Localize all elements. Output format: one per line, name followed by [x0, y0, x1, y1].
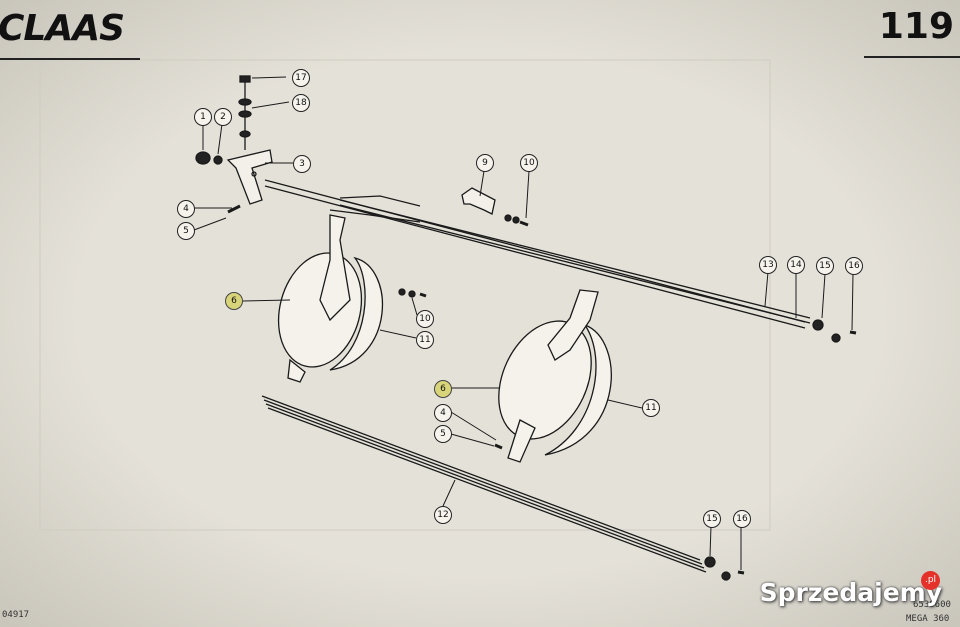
lower-rod-assembly	[261, 395, 707, 573]
callout-10: 10	[416, 310, 434, 328]
callout-5: 5	[434, 425, 452, 443]
leader-lines	[193, 76, 854, 570]
small-bracket	[461, 187, 529, 227]
callout-15: 15	[703, 510, 721, 528]
watermark-badge: .pl	[921, 571, 940, 590]
drawing-code-left: 04917	[2, 610, 30, 620]
brand-logo: CLAAS	[0, 8, 125, 49]
callout-4: 4	[177, 200, 195, 218]
drawing-code-right: 6538600	[913, 600, 951, 610]
watermark-text: Sprzedajemy	[759, 578, 942, 607]
upper-end-fasteners	[812, 319, 857, 343]
page-number: 119	[878, 6, 954, 47]
callout-17: 17	[292, 69, 310, 87]
callout-2: 2	[214, 108, 232, 126]
brand-underline	[0, 58, 140, 60]
callout-16: 16	[733, 510, 751, 528]
callout-12: 12	[434, 506, 452, 524]
callout-16: 16	[845, 257, 863, 275]
callout-14: 14	[787, 256, 805, 274]
callout-3: 3	[293, 155, 311, 173]
callout-1: 1	[194, 108, 212, 126]
lower-end-fasteners	[704, 556, 745, 581]
callout-6-highlighted: 6	[434, 380, 452, 398]
right-shield-assembly	[494, 289, 612, 463]
model-label: MEGA 360	[906, 614, 950, 624]
callout-6-highlighted: 6	[225, 292, 243, 310]
callout-10: 10	[520, 154, 538, 172]
callout-11: 11	[642, 399, 660, 417]
callout-5: 5	[177, 222, 195, 240]
callout-13: 13	[759, 256, 777, 274]
callout-18: 18	[292, 94, 310, 112]
callout-4: 4	[434, 404, 452, 422]
upper-rod-assembly	[264, 179, 811, 329]
mounting-bracket	[195, 75, 273, 214]
page-number-underline	[864, 56, 960, 58]
callout-15: 15	[816, 257, 834, 275]
callout-11: 11	[416, 331, 434, 349]
callout-9: 9	[476, 154, 494, 172]
left-shield-assembly	[277, 214, 427, 383]
